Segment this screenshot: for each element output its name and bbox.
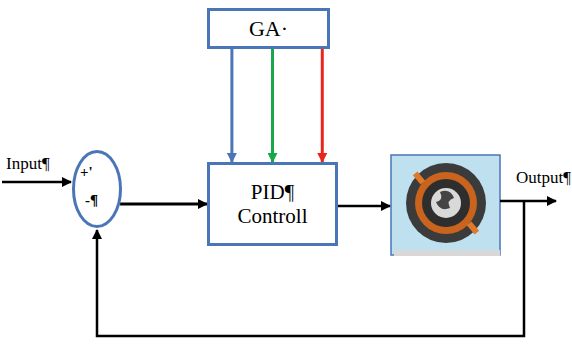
optimizer-box: GA·: [207, 8, 330, 49]
motor-illustration: [391, 155, 500, 256]
summing-junction: +' -¶: [72, 150, 122, 228]
signal-arrow: [120, 203, 207, 206]
signal-arrow: [321, 49, 324, 162]
signal-arrow: [331, 205, 390, 208]
signal-label: Output¶: [516, 168, 571, 188]
signal-arrow: [271, 49, 274, 162]
node-label: GA·: [243, 16, 294, 41]
output-arrow: [500, 200, 556, 203]
sign-mark: +': [80, 164, 93, 181]
signal-label: Input¶: [6, 154, 50, 174]
node-label: PID¶ Controll: [210, 180, 335, 228]
sign-mark: -¶: [85, 192, 98, 209]
ellipse-outline: [72, 150, 122, 228]
signal-arrow: [230, 49, 233, 162]
input-arrow: [2, 181, 71, 184]
controller-box: PID¶ Controll: [207, 162, 338, 246]
